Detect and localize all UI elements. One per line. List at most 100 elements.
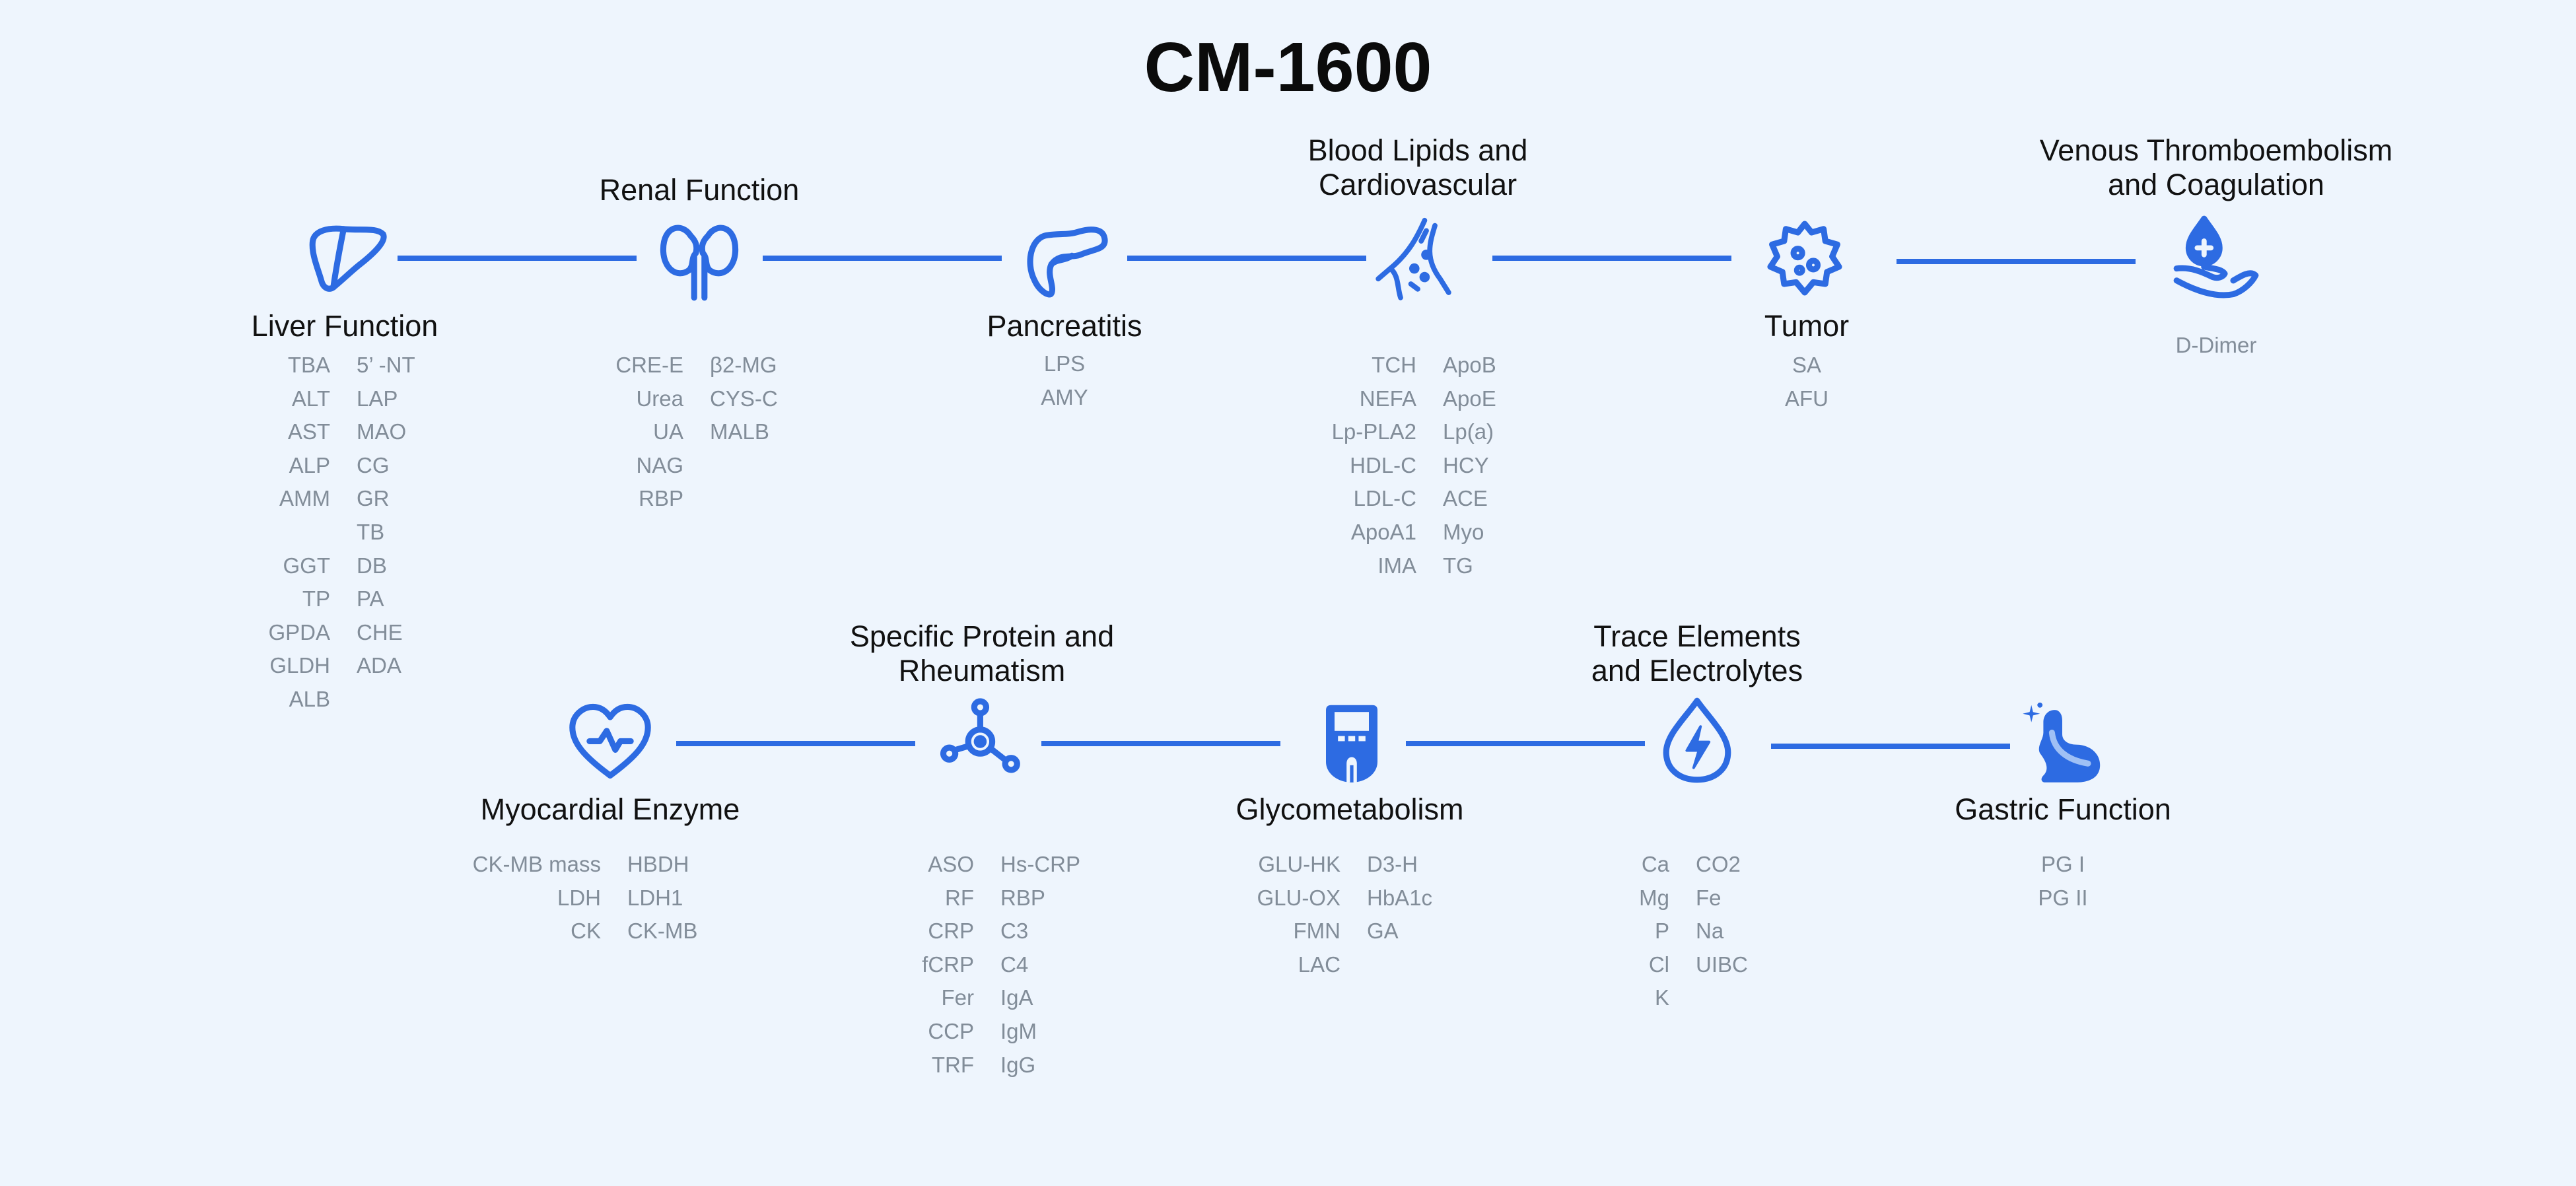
category-title-vte-line1: Venous Thromboembolism: [2039, 133, 2393, 167]
test-item: D-Dimer: [2175, 333, 2257, 357]
category-title-renal: Renal Function: [599, 173, 800, 207]
test-item: D3-H: [1367, 852, 1418, 876]
test-item: Lp-PLA2: [1331, 419, 1416, 444]
test-item: GLDH: [269, 653, 330, 678]
test-item: TCH: [1372, 353, 1416, 377]
test-item: Lp(a): [1443, 419, 1494, 444]
test-item: LDL-C: [1353, 486, 1416, 511]
test-item: TG: [1443, 553, 1473, 578]
test-item: HbA1c: [1367, 885, 1433, 910]
connector-line: [1492, 256, 1731, 261]
kidney-icon: [656, 215, 742, 301]
test-item: CCP: [928, 1018, 974, 1043]
category-title-liver: Liver Function: [251, 309, 438, 343]
test-item: K: [1654, 985, 1669, 1010]
test-item: CHE: [357, 619, 403, 645]
test-item: TRF: [931, 1052, 974, 1077]
test-item: GLU-OX: [1257, 885, 1340, 910]
test-item: ACE: [1443, 486, 1488, 511]
test-item: Mg: [1639, 885, 1669, 910]
stomach-icon: [2019, 700, 2105, 786]
test-item: Cl: [1648, 952, 1669, 977]
test-item: β2-MG: [710, 353, 777, 377]
test-item: NEFA: [1359, 386, 1416, 411]
test-item: TBA: [287, 353, 330, 377]
page-title: CM-1600: [1144, 28, 1432, 106]
category-title-tumor: Tumor: [1764, 309, 1850, 343]
test-item: CK: [571, 919, 601, 944]
test-item: ALB: [289, 686, 330, 711]
test-item: MAO: [357, 419, 407, 444]
test-item: IMA: [1377, 553, 1416, 578]
test-item: ADA: [357, 653, 401, 678]
test-item: AFU: [1785, 386, 1828, 411]
category-title-pancreatitis: Pancreatitis: [987, 309, 1142, 343]
test-item: AST: [287, 419, 330, 444]
category-title-vte: Venous Thromboembolism and Coagulation: [1992, 133, 2441, 202]
test-item: HDL-C: [1350, 452, 1416, 477]
category-title-trace-line1: Trace Elements: [1593, 619, 1801, 653]
test-item: CG: [357, 452, 390, 477]
connector-line: [1771, 744, 2010, 749]
test-item: CRP: [928, 919, 974, 944]
test-item: RBP: [1000, 885, 1045, 910]
pancreas-icon: [1022, 218, 1108, 304]
test-item: RBP: [639, 486, 683, 511]
category-title-protein-line2: Rheumatism: [898, 653, 1066, 687]
test-item: HBDH: [627, 852, 689, 876]
molecule-icon: [939, 698, 1025, 785]
test-item: Fe: [1696, 885, 1722, 910]
test-item: CK-MB mass: [472, 852, 601, 876]
category-title-protein: Specific Protein and Rheumatism: [757, 619, 1206, 688]
test-item: LDH1: [627, 885, 683, 910]
test-list-vte: D-Dimer: [2150, 329, 2282, 363]
test-item: ApoA1: [1350, 519, 1416, 544]
test-item: LDH: [557, 885, 601, 910]
test-item: NAG: [636, 452, 683, 477]
category-title-lipids-line1: Blood Lipids and: [1307, 133, 1528, 167]
blood-drop-hand-icon: [2173, 215, 2259, 301]
test-item: DB: [357, 553, 387, 578]
test-item: TP: [302, 586, 330, 611]
test-item: LPS: [1043, 351, 1086, 376]
test-item: PG II: [2038, 885, 2088, 910]
test-item: Myo: [1443, 519, 1484, 544]
test-item: GR: [357, 486, 390, 511]
electrolyte-drop-icon: [1654, 697, 1740, 783]
test-item: UIBC: [1696, 952, 1748, 977]
test-item: ASO: [928, 852, 974, 876]
category-title-myocardial: Myocardial Enzyme: [480, 792, 740, 826]
test-item: Na: [1696, 919, 1724, 944]
heart-icon: [567, 700, 653, 786]
test-item: IgG: [1000, 1052, 1036, 1077]
connector-line: [1127, 256, 1366, 261]
test-item: LAP: [357, 386, 398, 411]
test-item: ALP: [289, 452, 330, 477]
test-item: Fer: [941, 985, 975, 1010]
test-item: SA: [1792, 353, 1822, 377]
category-title-lipids-line2: Cardiovascular: [1318, 167, 1517, 201]
test-item: GA: [1367, 919, 1399, 944]
test-item: PA: [357, 586, 384, 611]
test-item: LAC: [1298, 952, 1340, 977]
test-item: C4: [1000, 952, 1029, 977]
test-item: ApoE: [1443, 386, 1496, 411]
test-item: ALT: [291, 386, 330, 411]
test-item: Urea: [636, 386, 683, 411]
test-item: GLU-HK: [1258, 852, 1340, 876]
blood-vessel-icon: [1375, 215, 1461, 301]
category-title-trace-line2: and Electrolytes: [1591, 653, 1803, 687]
test-item: IgM: [1000, 1018, 1037, 1043]
test-item: Ca: [1641, 852, 1669, 876]
test-item: CO2: [1696, 852, 1741, 876]
test-item: UA: [653, 419, 683, 444]
test-item: MALB: [710, 419, 769, 444]
test-item: CRE-E: [615, 353, 683, 377]
test-item: GPDA: [268, 619, 330, 645]
